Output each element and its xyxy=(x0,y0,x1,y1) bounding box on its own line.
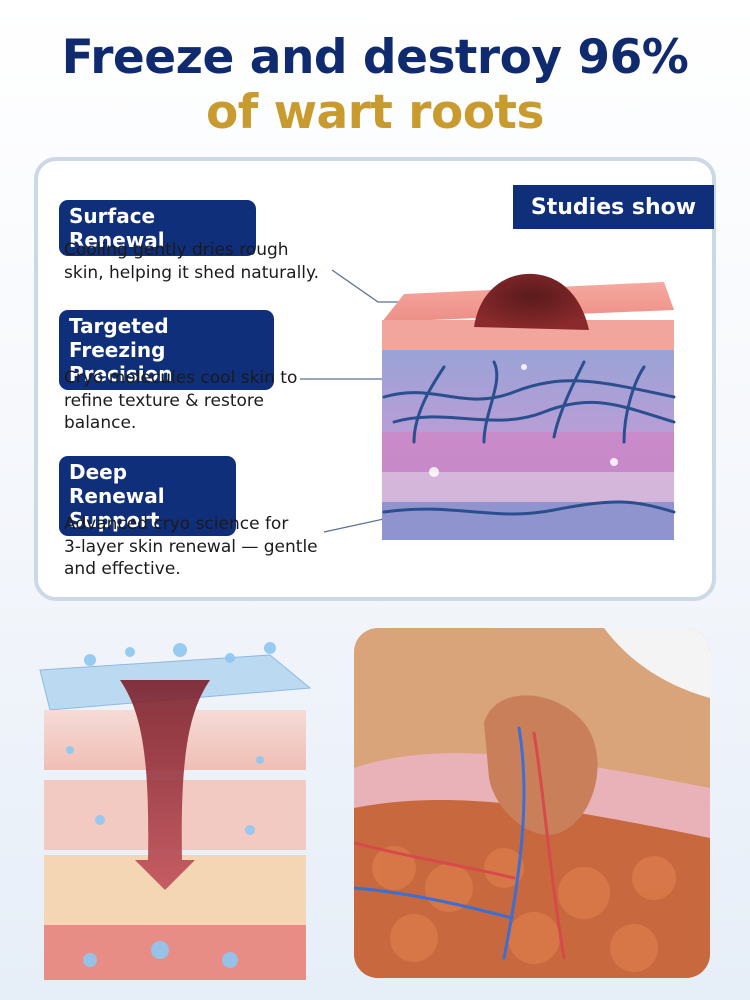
studies-show-badge: Studies show xyxy=(513,185,714,229)
feature-desc-surface-renewal: Cooling gently dries rough skin, helping… xyxy=(64,239,319,284)
feature-desc-line: Advanced cryo science for xyxy=(64,514,289,534)
wart-close-up-illustration xyxy=(354,628,710,978)
feature-desc-line: skin, helping it shed naturally. xyxy=(64,262,320,283)
skin-layer-cross-section-illustration xyxy=(382,273,676,540)
feature-desc-line: Cryo molecules cool skin to xyxy=(64,368,298,388)
feature-title-line: Precision xyxy=(69,362,173,386)
feature-title-line: Support xyxy=(69,508,160,532)
feature-desc-line: balance. xyxy=(64,413,137,433)
feature-title-targeted-freezing: Targeted Freezing Precision xyxy=(59,310,274,390)
feature-desc-line: and effective. xyxy=(64,559,181,579)
feature-desc-line: 3-layer skin renewal — gentle xyxy=(64,536,318,557)
headline-line-2: of wart roots xyxy=(206,85,544,140)
feature-desc-deep-renewal: Advanced cryo science for 3-layer skin r… xyxy=(64,513,318,581)
feature-title-deep-renewal: Deep Renewal Support xyxy=(59,456,236,536)
cryo-spray-skin-illustration xyxy=(39,642,312,980)
feature-title-line: Deep Renewal xyxy=(69,460,165,508)
headline-line-1: Freeze and destroy 96% xyxy=(61,30,689,85)
feature-desc-line: refine texture & restore xyxy=(64,390,264,411)
feature-desc-line: Cooling gently dries rough xyxy=(64,240,289,260)
feature-title-line: Surface Renewal xyxy=(69,204,165,252)
feature-title-surface-renewal: Surface Renewal xyxy=(59,200,256,256)
feature-desc-targeted-freezing: Cryo molecules cool skin to refine textu… xyxy=(64,367,297,435)
feature-title-line: Targeted Freezing xyxy=(69,314,169,362)
